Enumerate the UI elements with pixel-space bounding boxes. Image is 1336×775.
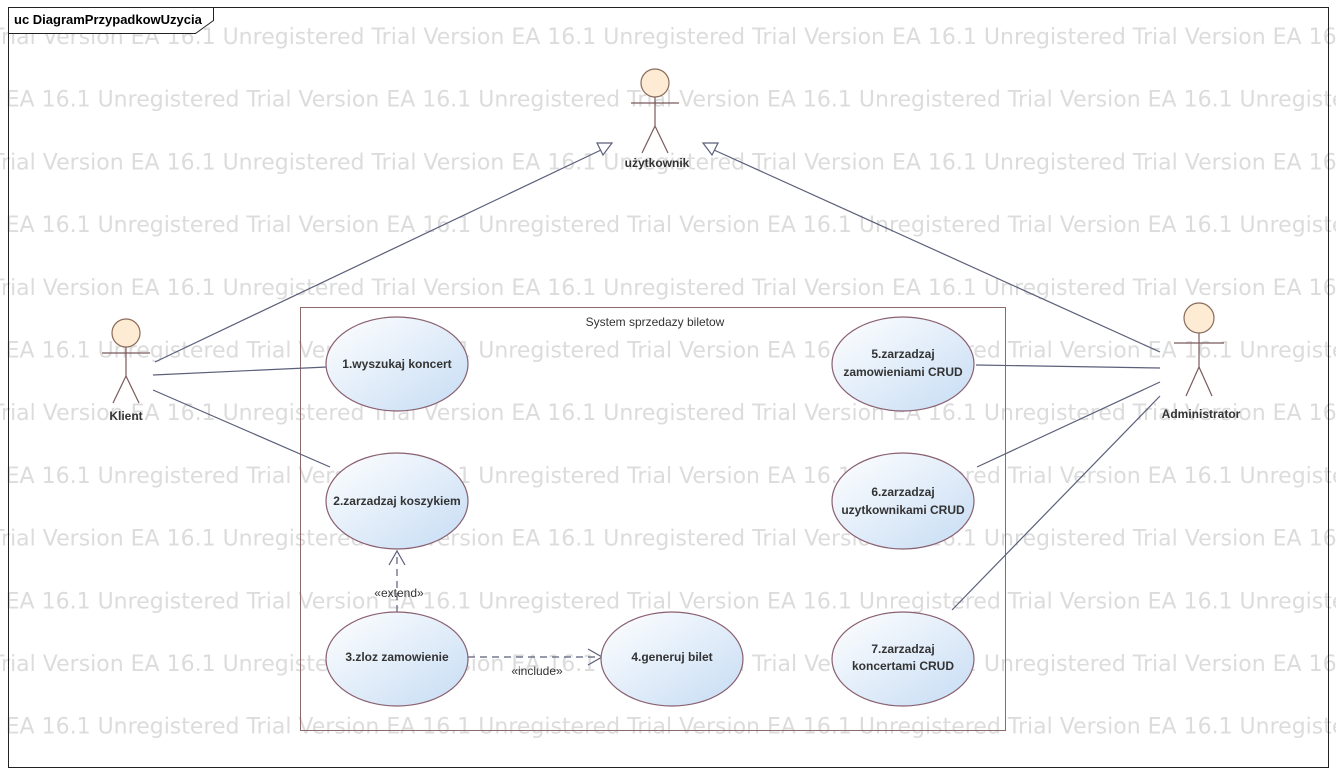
actor-administrator[interactable]: Administrator (1162, 302, 1241, 421)
use-case-zarzadzaj-koncertami-label-1: 7.zarzadzaj (871, 642, 934, 656)
watermark-text: EA 16.1 Unregistered Trial Version EA 16… (0, 88, 1336, 113)
association-klient-uc2[interactable] (152, 389, 331, 468)
generalization-klient-uzytkownik[interactable] (154, 142, 614, 363)
use-case-zarzadzaj-zamowieniami-label-1: 5.zarzadzaj (871, 347, 934, 361)
watermark-text: EA 16.1 Unregistered Trial Version EA 16… (0, 276, 1336, 301)
include-label: «include» (511, 664, 563, 678)
system-boundary-label: System sprzedazy biletow (586, 315, 725, 329)
use-case-zloz-zamowienie-label: 3.zloz zamowienie (345, 650, 449, 664)
association-administrator-uc5[interactable] (975, 364, 1161, 369)
use-case-zloz-zamowienie[interactable]: 3.zloz zamowienie (325, 611, 469, 707)
frame-title: uc DiagramPrzypadkowUzycia (14, 12, 203, 27)
actor-uzytkownik-label: użytkownik (625, 156, 690, 170)
association-klient-uc1[interactable] (152, 366, 328, 376)
use-case-zarzadzaj-zamowieniami-label-2: zamowieniami CRUD (843, 365, 963, 379)
watermark-text: EA 16.1 Unregistered Trial Version EA 16… (0, 715, 1336, 740)
actor-klient[interactable]: Klient (102, 318, 150, 423)
diagram-frame (8, 7, 1329, 768)
extend-relation[interactable]: «extend» (374, 549, 424, 612)
actor-uzytkownik[interactable]: użytkownik (625, 68, 690, 170)
use-case-generuj-bilet-label: 4.generuj bilet (631, 650, 712, 664)
watermark-text: EA 16.1 Unregistered Trial Version EA 16… (0, 213, 1336, 238)
use-case-zarzadzaj-koncertami-label-2: koncertami CRUD (852, 659, 954, 673)
system-boundary[interactable] (300, 307, 1006, 731)
use-case-generuj-bilet[interactable]: 4.generuj bilet (600, 611, 744, 707)
watermark-text: EA 16.1 Unregistered Trial Version EA 16… (0, 464, 1336, 489)
generalization-administrator-uzytkownik[interactable] (701, 142, 1161, 353)
watermark-text: EA 16.1 Unregistered Trial Version EA 16… (0, 25, 1336, 50)
association-administrator-uc7[interactable] (951, 395, 1161, 611)
use-case-zarzadzaj-zamowieniami[interactable]: 5.zarzadzaj zamowieniami CRUD (831, 316, 975, 412)
extend-label: «extend» (374, 586, 424, 600)
frame-title-tab (8, 7, 214, 34)
use-case-zarzadzaj-uzytkownikami-label-1: 6.zarzadzaj (871, 485, 934, 499)
watermark-text: EA 16.1 Unregistered Trial Version EA 16… (0, 401, 1336, 426)
use-case-zarzadzaj-koncertami[interactable]: 7.zarzadzaj koncertami CRUD (831, 611, 975, 707)
association-administrator-uc6[interactable] (976, 381, 1161, 468)
watermark-text: EA 16.1 Unregistered Trial Version EA 16… (0, 527, 1336, 552)
use-case-zarzadzaj-uzytkownikami-label-2: uzytkownikami CRUD (841, 503, 965, 517)
watermark-layer: EA 16.1 Unregistered Trial Version EA 16… (0, 25, 1336, 740)
actor-klient-label: Klient (109, 409, 142, 423)
use-case-wyszukaj-koncert-label: 1.wyszukaj koncert (342, 357, 451, 371)
watermark-text: EA 16.1 Unregistered Trial Version EA 16… (0, 339, 1336, 364)
use-case-wyszukaj-koncert[interactable]: 1.wyszukaj koncert (325, 316, 469, 412)
use-case-zarzadzaj-koszykiem-label: 2.zarzadzaj koszykiem (333, 494, 460, 508)
use-case-zarzadzaj-uzytkownikami[interactable]: 6.zarzadzaj uzytkownikami CRUD (831, 452, 975, 550)
use-case-zarzadzaj-koszykiem[interactable]: 2.zarzadzaj koszykiem (325, 452, 469, 550)
watermark-text: EA 16.1 Unregistered Trial Version EA 16… (0, 150, 1336, 175)
actor-administrator-label: Administrator (1162, 407, 1241, 421)
watermark-text: EA 16.1 Unregistered Trial Version EA 16… (0, 589, 1336, 614)
